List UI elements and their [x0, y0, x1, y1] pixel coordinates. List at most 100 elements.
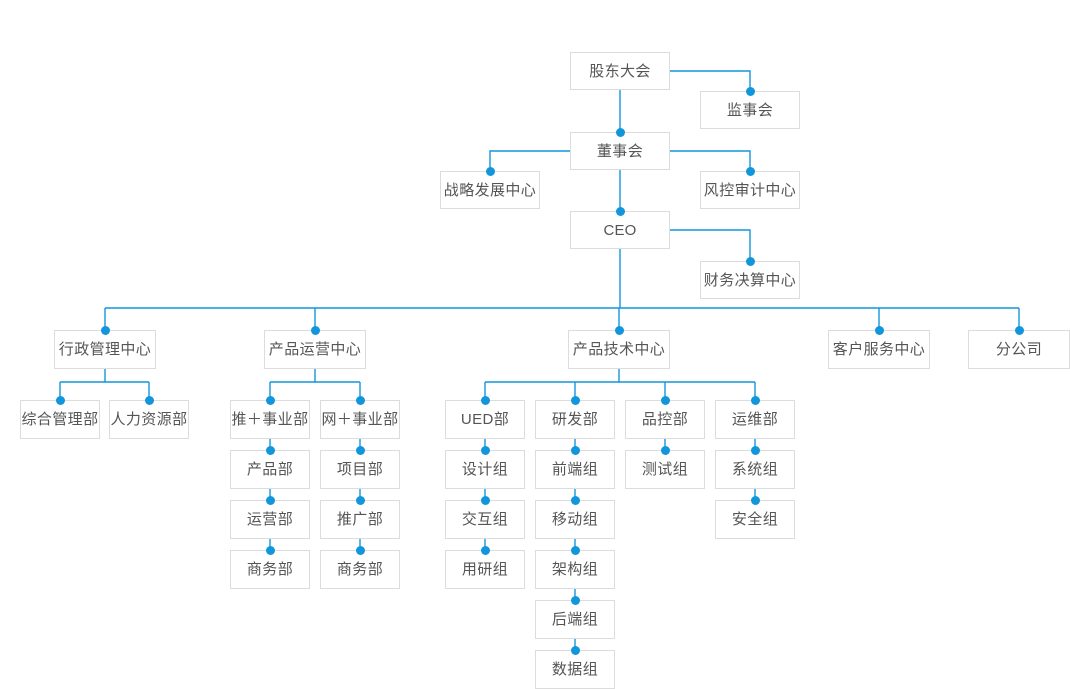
node-label: 设计组: [461, 461, 509, 478]
node-wang-bu[interactable]: 网＋事业部: [320, 400, 400, 439]
node-frontend-group[interactable]: 前端组: [535, 450, 615, 489]
node-label: 财务决算中心: [703, 271, 797, 289]
node-mobile-group[interactable]: 移动组: [535, 500, 615, 539]
node-shareholders[interactable]: 股东大会: [570, 52, 670, 90]
link-board-to-strategy: [489, 150, 570, 171]
dot-backend-group: [570, 595, 580, 605]
node-general-admin[interactable]: 综合管理部: [20, 400, 100, 439]
dot-product-ops-center: [310, 325, 320, 335]
node-label: 架构组: [551, 561, 599, 578]
dot-general-admin: [55, 395, 65, 405]
dot-design-group: [480, 445, 490, 455]
node-promo-dept[interactable]: 推广部: [320, 500, 400, 539]
node-customer-service-center[interactable]: 客户服务中心: [828, 330, 930, 369]
node-label: 移动组: [551, 511, 599, 528]
link-board-to-riskaudit: [670, 150, 751, 171]
node-label: 品控部: [641, 411, 689, 428]
node-label: 分公司: [995, 341, 1043, 358]
node-label: 运营部: [246, 511, 294, 528]
dot-test-group: [660, 445, 670, 455]
dot-tui-bu: [265, 395, 275, 405]
dot-supervisors: [745, 86, 755, 96]
dot-branch: [1014, 325, 1024, 335]
dot-biz-dept-2: [355, 545, 365, 555]
node-label: 网＋事业部: [321, 411, 399, 428]
node-data-group[interactable]: 数据组: [535, 650, 615, 689]
dot-frontend-group: [570, 445, 580, 455]
node-backend-group[interactable]: 后端组: [535, 600, 615, 639]
dot-security-group: [750, 495, 760, 505]
node-hr[interactable]: 人力资源部: [109, 400, 189, 439]
link-shareholders-to-supervisors: [670, 70, 751, 91]
node-label: 系统组: [731, 461, 779, 478]
node-riskaudit[interactable]: 风控审计中心: [700, 171, 800, 209]
dot-ceo: [615, 206, 625, 216]
node-supervisors[interactable]: 监事会: [700, 91, 800, 129]
dot-ops-dept: [265, 495, 275, 505]
node-label: 推＋事业部: [231, 411, 309, 428]
node-label: 战略发展中心: [443, 181, 537, 199]
node-finance[interactable]: 财务决算中心: [700, 261, 800, 299]
dot-interaction-group: [480, 495, 490, 505]
node-test-group[interactable]: 测试组: [625, 450, 705, 489]
dot-promo-dept: [355, 495, 365, 505]
dot-board: [615, 127, 625, 137]
node-label: 数据组: [551, 661, 599, 678]
node-product-tech-center[interactable]: 产品技术中心: [568, 330, 670, 369]
node-admin-center[interactable]: 行政管理中心: [54, 330, 156, 369]
node-biz-dept-2[interactable]: 商务部: [320, 550, 400, 589]
node-label: 后端组: [551, 611, 599, 628]
node-qa-dept[interactable]: 品控部: [625, 400, 705, 439]
dot-biz-dept-1: [265, 545, 275, 555]
node-label: 产品运营中心: [268, 341, 362, 358]
node-design-group[interactable]: 设计组: [445, 450, 525, 489]
node-label: 商务部: [336, 561, 384, 578]
node-label: 风控审计中心: [703, 181, 797, 199]
node-project-dept[interactable]: 项目部: [320, 450, 400, 489]
dot-strategy: [485, 166, 495, 176]
dot-qa-dept: [660, 395, 670, 405]
node-user-research-group[interactable]: 用研组: [445, 550, 525, 589]
dot-user-research-group: [480, 545, 490, 555]
node-product-ops-center[interactable]: 产品运营中心: [264, 330, 366, 369]
node-label: 商务部: [246, 561, 294, 578]
node-tui-bu[interactable]: 推＋事业部: [230, 400, 310, 439]
node-label: 用研组: [461, 561, 509, 578]
node-devops-dept[interactable]: 运维部: [715, 400, 795, 439]
dot-finance: [745, 256, 755, 266]
node-label: 人力资源部: [110, 411, 188, 428]
dot-mobile-group: [570, 495, 580, 505]
node-label: 推广部: [336, 511, 384, 528]
dot-project-dept: [355, 445, 365, 455]
dot-admin-center: [100, 325, 110, 335]
dot-rd-dept: [570, 395, 580, 405]
node-biz-dept-1[interactable]: 商务部: [230, 550, 310, 589]
node-branch[interactable]: 分公司: [968, 330, 1070, 369]
node-security-group[interactable]: 安全组: [715, 500, 795, 539]
node-interaction-group[interactable]: 交互组: [445, 500, 525, 539]
node-rd-dept[interactable]: 研发部: [535, 400, 615, 439]
node-label: UED部: [460, 411, 510, 428]
node-ceo[interactable]: CEO: [570, 211, 670, 249]
node-ued-dept[interactable]: UED部: [445, 400, 525, 439]
dot-data-group: [570, 645, 580, 655]
node-label: 运维部: [731, 411, 779, 428]
node-label: 综合管理部: [21, 411, 99, 428]
node-label: 监事会: [726, 101, 774, 119]
node-label: 股东大会: [589, 62, 651, 80]
node-system-group[interactable]: 系统组: [715, 450, 795, 489]
node-ops-dept[interactable]: 运营部: [230, 500, 310, 539]
node-label: 前端组: [551, 461, 599, 478]
node-label: 产品部: [246, 461, 294, 478]
node-label: 研发部: [551, 411, 599, 428]
node-label: 测试组: [641, 461, 689, 478]
dot-arch-group: [570, 545, 580, 555]
node-label: 安全组: [731, 511, 779, 528]
dot-ued-dept: [480, 395, 490, 405]
node-strategy[interactable]: 战略发展中心: [440, 171, 540, 209]
node-board[interactable]: 董事会: [570, 132, 670, 170]
dot-system-group: [750, 445, 760, 455]
node-label: 项目部: [336, 461, 384, 478]
node-product-dept[interactable]: 产品部: [230, 450, 310, 489]
node-arch-group[interactable]: 架构组: [535, 550, 615, 589]
